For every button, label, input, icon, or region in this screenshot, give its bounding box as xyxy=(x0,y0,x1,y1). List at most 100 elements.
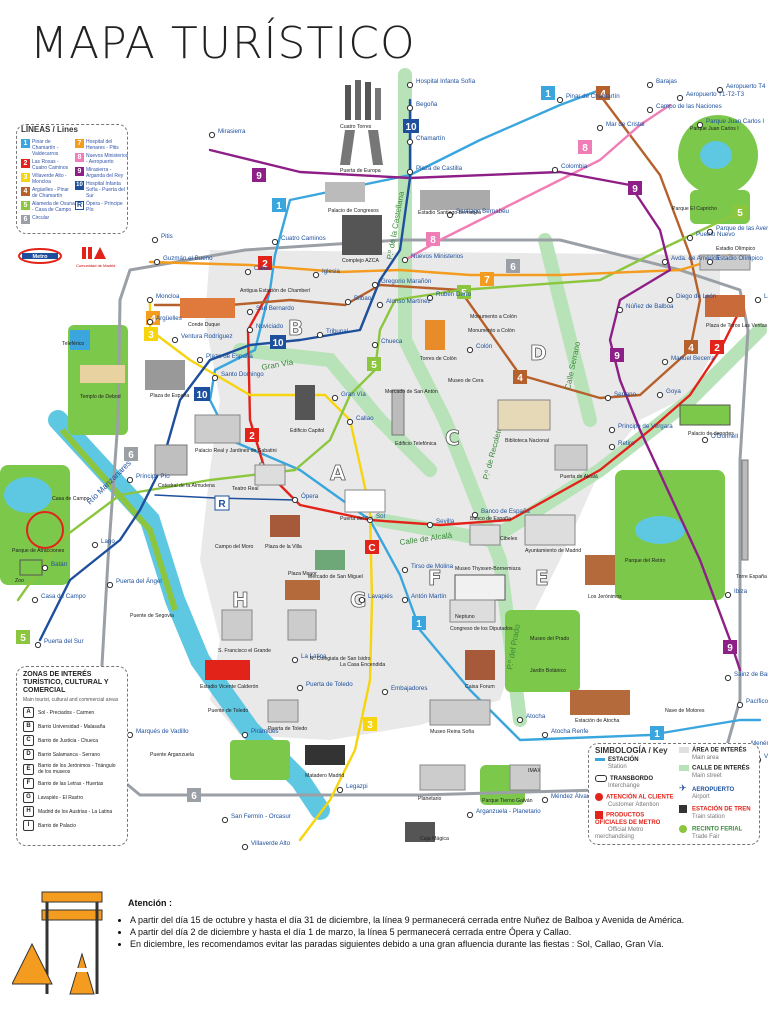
station-dot[interactable] xyxy=(246,308,254,316)
station-dot[interactable] xyxy=(244,268,252,276)
station-label[interactable]: Pueblo Nuevo xyxy=(696,231,735,238)
station-dot[interactable] xyxy=(608,426,616,434)
station-dot[interactable] xyxy=(406,104,414,112)
station-label[interactable]: Avda. de América xyxy=(671,255,720,262)
station-label[interactable]: Pacífico xyxy=(746,698,768,705)
station-dot[interactable] xyxy=(208,131,216,139)
station-label[interactable]: Legazpi xyxy=(346,783,368,790)
station-dot[interactable] xyxy=(31,596,39,604)
station-label[interactable]: Nuevos Ministerios xyxy=(411,253,463,260)
station-dot[interactable] xyxy=(146,296,154,304)
station-label[interactable]: Gregorio Marañón xyxy=(381,278,432,285)
station-dot[interactable] xyxy=(146,318,154,326)
station-dot[interactable] xyxy=(604,394,612,402)
station-dot[interactable] xyxy=(661,358,669,366)
station-dot[interactable] xyxy=(401,566,409,574)
station-dot[interactable] xyxy=(551,166,559,174)
station-label[interactable]: Puerta del Ángel xyxy=(116,578,162,585)
station-label[interactable]: Príncipe Pío xyxy=(136,473,170,480)
station-dot[interactable] xyxy=(153,258,161,266)
station-dot[interactable] xyxy=(706,258,714,266)
station-label[interactable]: Antón Martín xyxy=(411,593,447,600)
station-dot[interactable] xyxy=(724,591,732,599)
station-label[interactable]: Embajadores xyxy=(391,685,427,692)
station-label[interactable]: Marqués de Vadillo xyxy=(136,728,189,735)
station-dot[interactable] xyxy=(426,294,434,302)
station-dot[interactable] xyxy=(401,596,409,604)
station-label[interactable]: Estadio Olímpico xyxy=(716,255,763,262)
station-dot[interactable] xyxy=(346,418,354,426)
station-dot[interactable] xyxy=(596,124,604,132)
station-label[interactable]: Aeropuerto T1-T2-T3 xyxy=(686,91,745,98)
station-label[interactable]: La Latina xyxy=(301,653,327,660)
station-label[interactable]: Iglesia xyxy=(322,268,340,275)
station-dot[interactable] xyxy=(646,106,654,114)
station-dot[interactable] xyxy=(171,336,179,344)
station-dot[interactable] xyxy=(646,81,654,89)
station-dot[interactable] xyxy=(246,326,254,334)
station-label[interactable]: Batán xyxy=(51,561,68,568)
station-dot[interactable] xyxy=(736,701,744,709)
station-dot[interactable] xyxy=(724,674,732,682)
station-label[interactable]: Santo Domingo xyxy=(221,371,264,378)
station-dot[interactable] xyxy=(34,641,42,649)
station-dot[interactable] xyxy=(696,121,704,129)
station-label[interactable]: Puerta de Toledo xyxy=(306,681,353,688)
station-dot[interactable] xyxy=(616,306,624,314)
station-label[interactable]: Mirasierra xyxy=(218,128,246,135)
station-label[interactable]: O'Donnell xyxy=(711,433,738,440)
station-dot[interactable] xyxy=(406,168,414,176)
station-label[interactable]: Las Rosas xyxy=(764,293,768,300)
station-label[interactable]: Aeropuerto T4 xyxy=(726,83,766,90)
station-label[interactable]: Rubén Darío xyxy=(436,291,472,298)
station-dot[interactable] xyxy=(291,496,299,504)
station-dot[interactable] xyxy=(471,511,479,519)
station-dot[interactable] xyxy=(151,236,159,244)
station-dot[interactable] xyxy=(271,238,279,246)
station-dot[interactable] xyxy=(466,346,474,354)
station-dot[interactable] xyxy=(296,684,304,692)
station-dot[interactable] xyxy=(291,656,299,664)
station-label[interactable]: Pitis xyxy=(161,233,173,240)
station-label[interactable]: Chueca xyxy=(381,338,403,345)
station-label[interactable]: Méndez Álvaro xyxy=(551,793,593,800)
station-dot[interactable] xyxy=(541,796,549,804)
station-label[interactable]: Plaza de Castilla xyxy=(416,165,463,172)
station-dot[interactable] xyxy=(126,731,134,739)
station-label[interactable]: Argüelles xyxy=(156,315,182,322)
station-label[interactable]: Begoña xyxy=(416,101,438,108)
station-label[interactable]: Atocha Renfe xyxy=(551,728,589,735)
station-label[interactable]: Guzmán el Bueno xyxy=(163,255,213,262)
station-dot[interactable] xyxy=(312,271,320,279)
station-label[interactable]: Sáinz de Baranda xyxy=(734,671,768,678)
station-dot[interactable] xyxy=(221,816,229,824)
station-label[interactable]: Puerta del Sur xyxy=(44,638,84,645)
station-dot[interactable] xyxy=(336,786,344,794)
station-dots[interactable] xyxy=(31,81,762,851)
station-dot[interactable] xyxy=(706,228,714,236)
station-dot[interactable] xyxy=(366,516,374,524)
station-dot[interactable] xyxy=(41,564,49,572)
station-label[interactable]: Callao xyxy=(356,415,374,422)
station-label[interactable]: Hospital Infanta Sofía xyxy=(416,78,476,85)
station-label[interactable]: Parque Juan Carlos I xyxy=(706,118,764,125)
station-dot[interactable] xyxy=(91,541,99,549)
station-label[interactable]: Plaza de España xyxy=(206,353,253,360)
station-label[interactable]: Sevilla xyxy=(436,518,455,525)
station-label[interactable]: Mar de Cristal xyxy=(606,121,645,128)
station-label[interactable]: Ventura Rodríguez xyxy=(181,333,233,340)
station-dot[interactable] xyxy=(716,86,724,94)
station-label[interactable]: Bilbao xyxy=(354,295,372,302)
station-dot[interactable] xyxy=(426,521,434,529)
station-dot[interactable] xyxy=(344,298,352,306)
station-label[interactable]: Chamartín xyxy=(416,135,445,142)
station-label[interactable]: Ópera xyxy=(301,493,319,500)
station-label[interactable]: Noviciado xyxy=(256,323,284,330)
station-label[interactable]: Gran Vía xyxy=(341,391,366,398)
station-label[interactable]: Colombia xyxy=(561,163,588,170)
station-dot[interactable] xyxy=(754,296,762,304)
station-dot[interactable] xyxy=(406,81,414,89)
station-dot[interactable] xyxy=(541,731,549,739)
station-label[interactable]: Menéndez Pelayo xyxy=(751,740,768,747)
